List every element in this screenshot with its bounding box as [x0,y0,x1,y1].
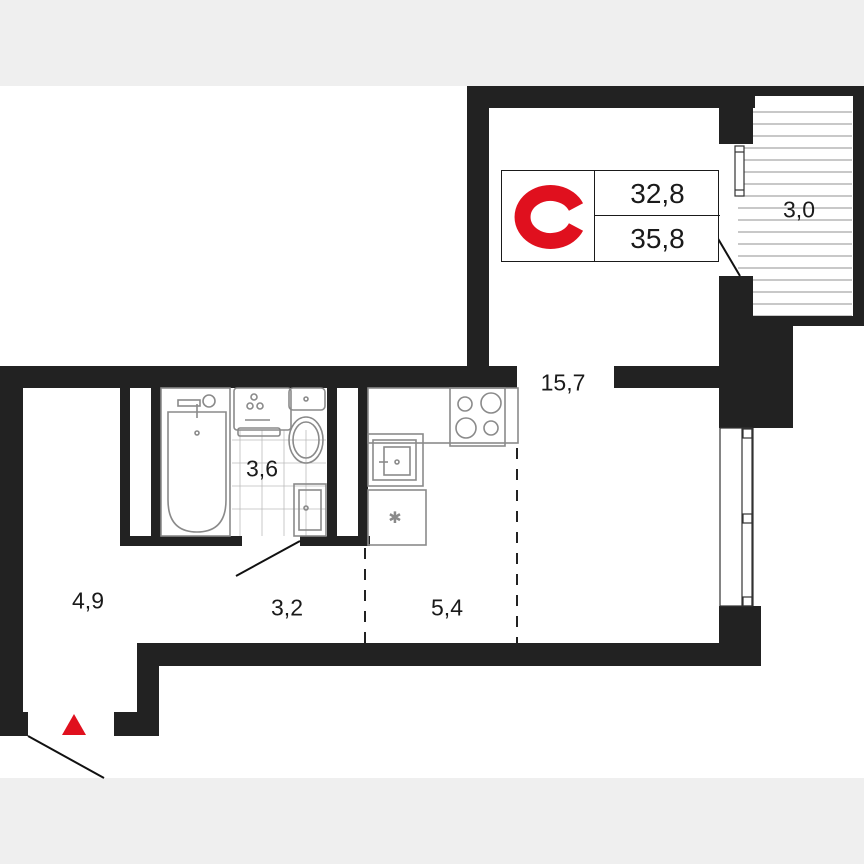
room-area-balcony: 3,0 [783,196,815,223]
balcony-hatch [738,111,852,317]
kitchen-fixtures: ✱ [367,387,519,546]
walls [0,86,864,736]
window [719,427,754,607]
room-area-corridor: 3,2 [271,594,303,621]
area-badge: 32,8 35,8 [501,170,720,262]
zone-dividers [364,448,518,643]
room-area-hallway: 4,9 [72,587,104,614]
room-area-kitchen: 5,4 [431,594,463,621]
bathroom-fixtures [160,387,327,537]
entrance-marker [62,714,86,735]
red-c-logo-icon [514,185,584,249]
living-area-value: 32,8 [595,171,720,216]
room-area-bathroom: 3,6 [246,455,278,482]
balcony-door [734,145,745,197]
total-area-value: 35,8 [630,223,685,254]
brand-logo [502,171,595,261]
svg-text:✱: ✱ [388,510,401,527]
room-area-living: 15,7 [540,369,586,396]
